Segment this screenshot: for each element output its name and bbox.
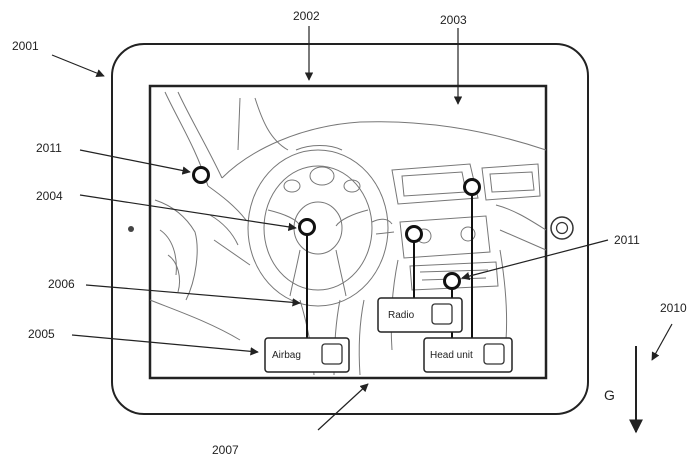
ref-2005: 2005 [28, 327, 55, 341]
ref-2006: 2006 [48, 277, 75, 291]
marker-radio[interactable] [405, 225, 423, 243]
radio-button[interactable]: Radio [377, 297, 463, 333]
airbag-checkbox-icon[interactable] [321, 343, 343, 365]
radio-checkbox-icon[interactable] [431, 303, 453, 325]
head-unit-checkbox-icon[interactable] [483, 343, 505, 365]
ref-2002: 2002 [293, 9, 320, 23]
head-unit-button-label: Head unit [430, 350, 473, 361]
ref-2007: 2007 [212, 443, 239, 457]
marker-head-unit[interactable] [463, 178, 481, 196]
radio-button-label: Radio [388, 310, 415, 321]
camera-dot-icon [128, 226, 134, 232]
ref-2004: 2004 [36, 189, 63, 203]
reference-arrows [51, 26, 673, 431]
gravity-label: G [604, 387, 615, 403]
ref-2011-left: 2011 [36, 141, 62, 155]
head-unit-button[interactable]: Head unit [423, 337, 513, 373]
marker-left-pillar[interactable] [192, 166, 210, 184]
ref-2011-right: 2011 [614, 233, 640, 247]
marker-lower-console[interactable] [443, 272, 461, 290]
circle-home-button-icon[interactable] [550, 216, 574, 240]
tablet-screen [148, 84, 548, 380]
ref-2003: 2003 [440, 13, 467, 27]
airbag-button-label: Airbag [272, 350, 301, 361]
airbag-button[interactable]: Airbag [264, 337, 350, 373]
ref-2001: 2001 [12, 39, 39, 53]
marker-steering-center[interactable] [298, 218, 316, 236]
ref-2010: 2010 [660, 301, 687, 315]
